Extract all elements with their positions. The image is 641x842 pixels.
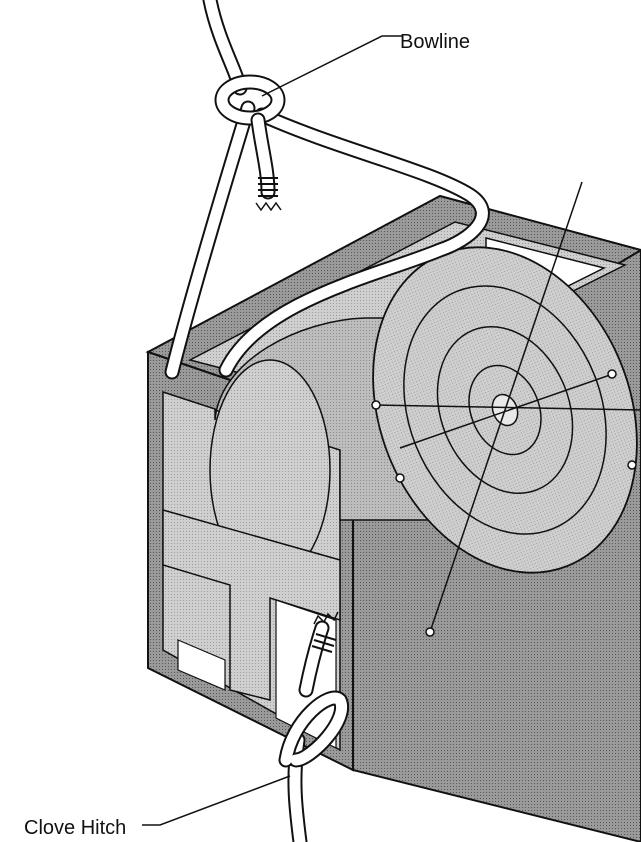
bowline-knot: [214, 74, 286, 126]
lower-gap-left: [177, 639, 226, 691]
clove-hitch-label: Clove Hitch: [24, 817, 127, 839]
bowline-leader-line: [261, 35, 402, 97]
bowline-label: Bowline: [400, 31, 471, 53]
clove-hitch-knot: [278, 620, 350, 768]
bowline-tail-whipping: [258, 177, 278, 197]
reel-bolts: [371, 369, 637, 637]
clove-hitch-leader-line: [142, 775, 291, 826]
reel-spokes: [373, 181, 641, 633]
clove-hitch-whipping: [311, 633, 337, 653]
crossbar: [162, 509, 341, 701]
